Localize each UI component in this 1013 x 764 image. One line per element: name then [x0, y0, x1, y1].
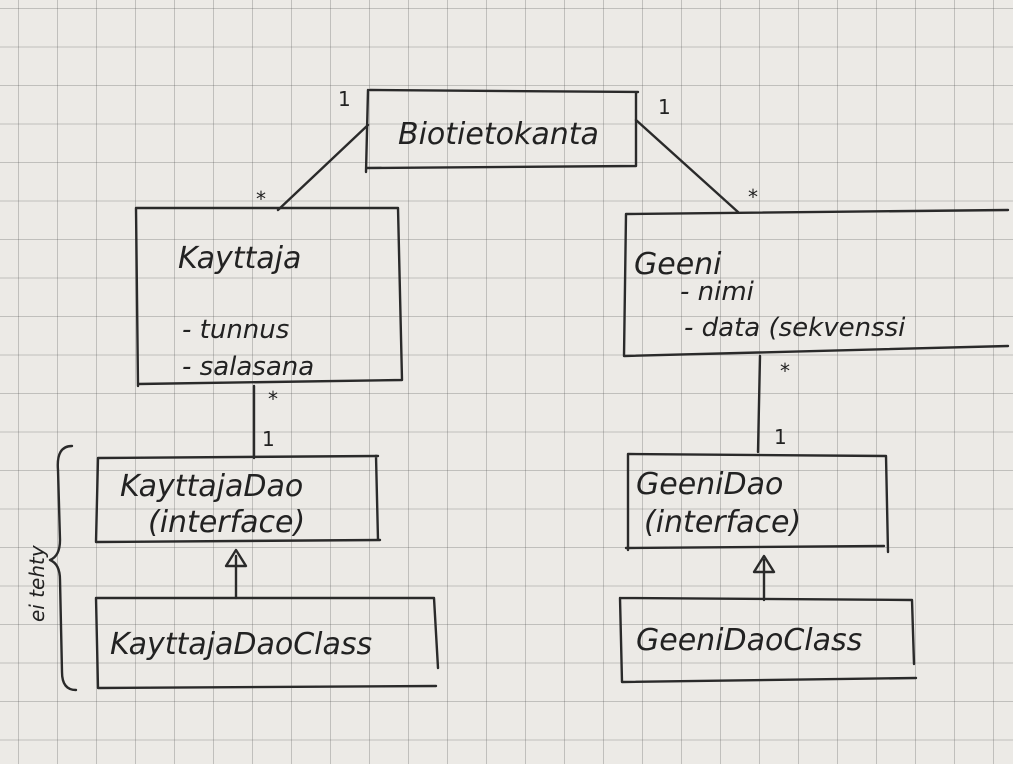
realization-arrow-geeni	[752, 554, 776, 602]
class-kayttaja-dao-class: KayttajaDaoClass	[94, 596, 440, 690]
attribute-data: - data (sekvenssi	[684, 313, 906, 343]
class-geeni-dao: GeeniDao (interface)	[624, 452, 890, 554]
realization-arrow-kayttaja	[224, 548, 248, 600]
class-stereotype: (interface)	[148, 505, 305, 540]
multiplicity-bio-kayttaja-many: *	[256, 187, 266, 211]
class-name: GeeniDao	[636, 467, 783, 502]
side-bracket	[48, 444, 78, 692]
class-geeni: Geeni - nimi - data (sekvenssi	[622, 208, 1010, 358]
class-box-outline	[364, 88, 640, 174]
class-name: KayttajaDaoClass	[110, 627, 372, 662]
multiplicity-kayttaja-dao-one: 1	[262, 427, 275, 451]
class-name: KayttajaDao	[120, 469, 303, 504]
multiplicity-bio-kayttaja-one: 1	[338, 87, 351, 111]
class-name: Biotietokanta	[398, 117, 599, 152]
class-name: Geeni	[634, 247, 722, 282]
class-geeni-dao-class: GeeniDaoClass	[618, 596, 918, 684]
attribute-tunnus: - tunnus	[182, 315, 289, 345]
attribute-nimi: - nimi	[680, 277, 755, 307]
association-line-geeni-dao	[756, 354, 762, 454]
multiplicity-bio-geeni-many: *	[748, 185, 758, 209]
class-box-outline	[624, 452, 890, 554]
multiplicity-bio-geeni-one: 1	[658, 95, 671, 119]
multiplicity-geeni-dao-many: *	[780, 359, 790, 383]
class-kayttaja-dao: KayttajaDao (interface)	[94, 454, 382, 544]
multiplicity-geeni-dao-one: 1	[774, 425, 787, 449]
multiplicity-kayttaja-dao-many: *	[268, 387, 278, 411]
side-note: ei tehty	[25, 544, 49, 622]
association-line-bio-geeni	[634, 118, 740, 214]
class-stereotype: (interface)	[644, 505, 801, 540]
association-line-bio-kayttaja	[276, 123, 370, 212]
class-name: Kayttaja	[178, 241, 301, 276]
class-name: GeeniDaoClass	[636, 623, 862, 658]
class-box-outline	[618, 596, 918, 684]
class-kayttaja: Kayttaja - tunnus - salasana	[134, 206, 404, 388]
class-box-outline	[622, 208, 1010, 358]
class-box-outline	[94, 454, 382, 544]
attribute-salasana: - salasana	[182, 352, 314, 382]
class-biotietokanta: Biotietokanta	[364, 88, 640, 174]
class-box-outline	[94, 596, 440, 690]
class-box-outline	[134, 206, 404, 388]
